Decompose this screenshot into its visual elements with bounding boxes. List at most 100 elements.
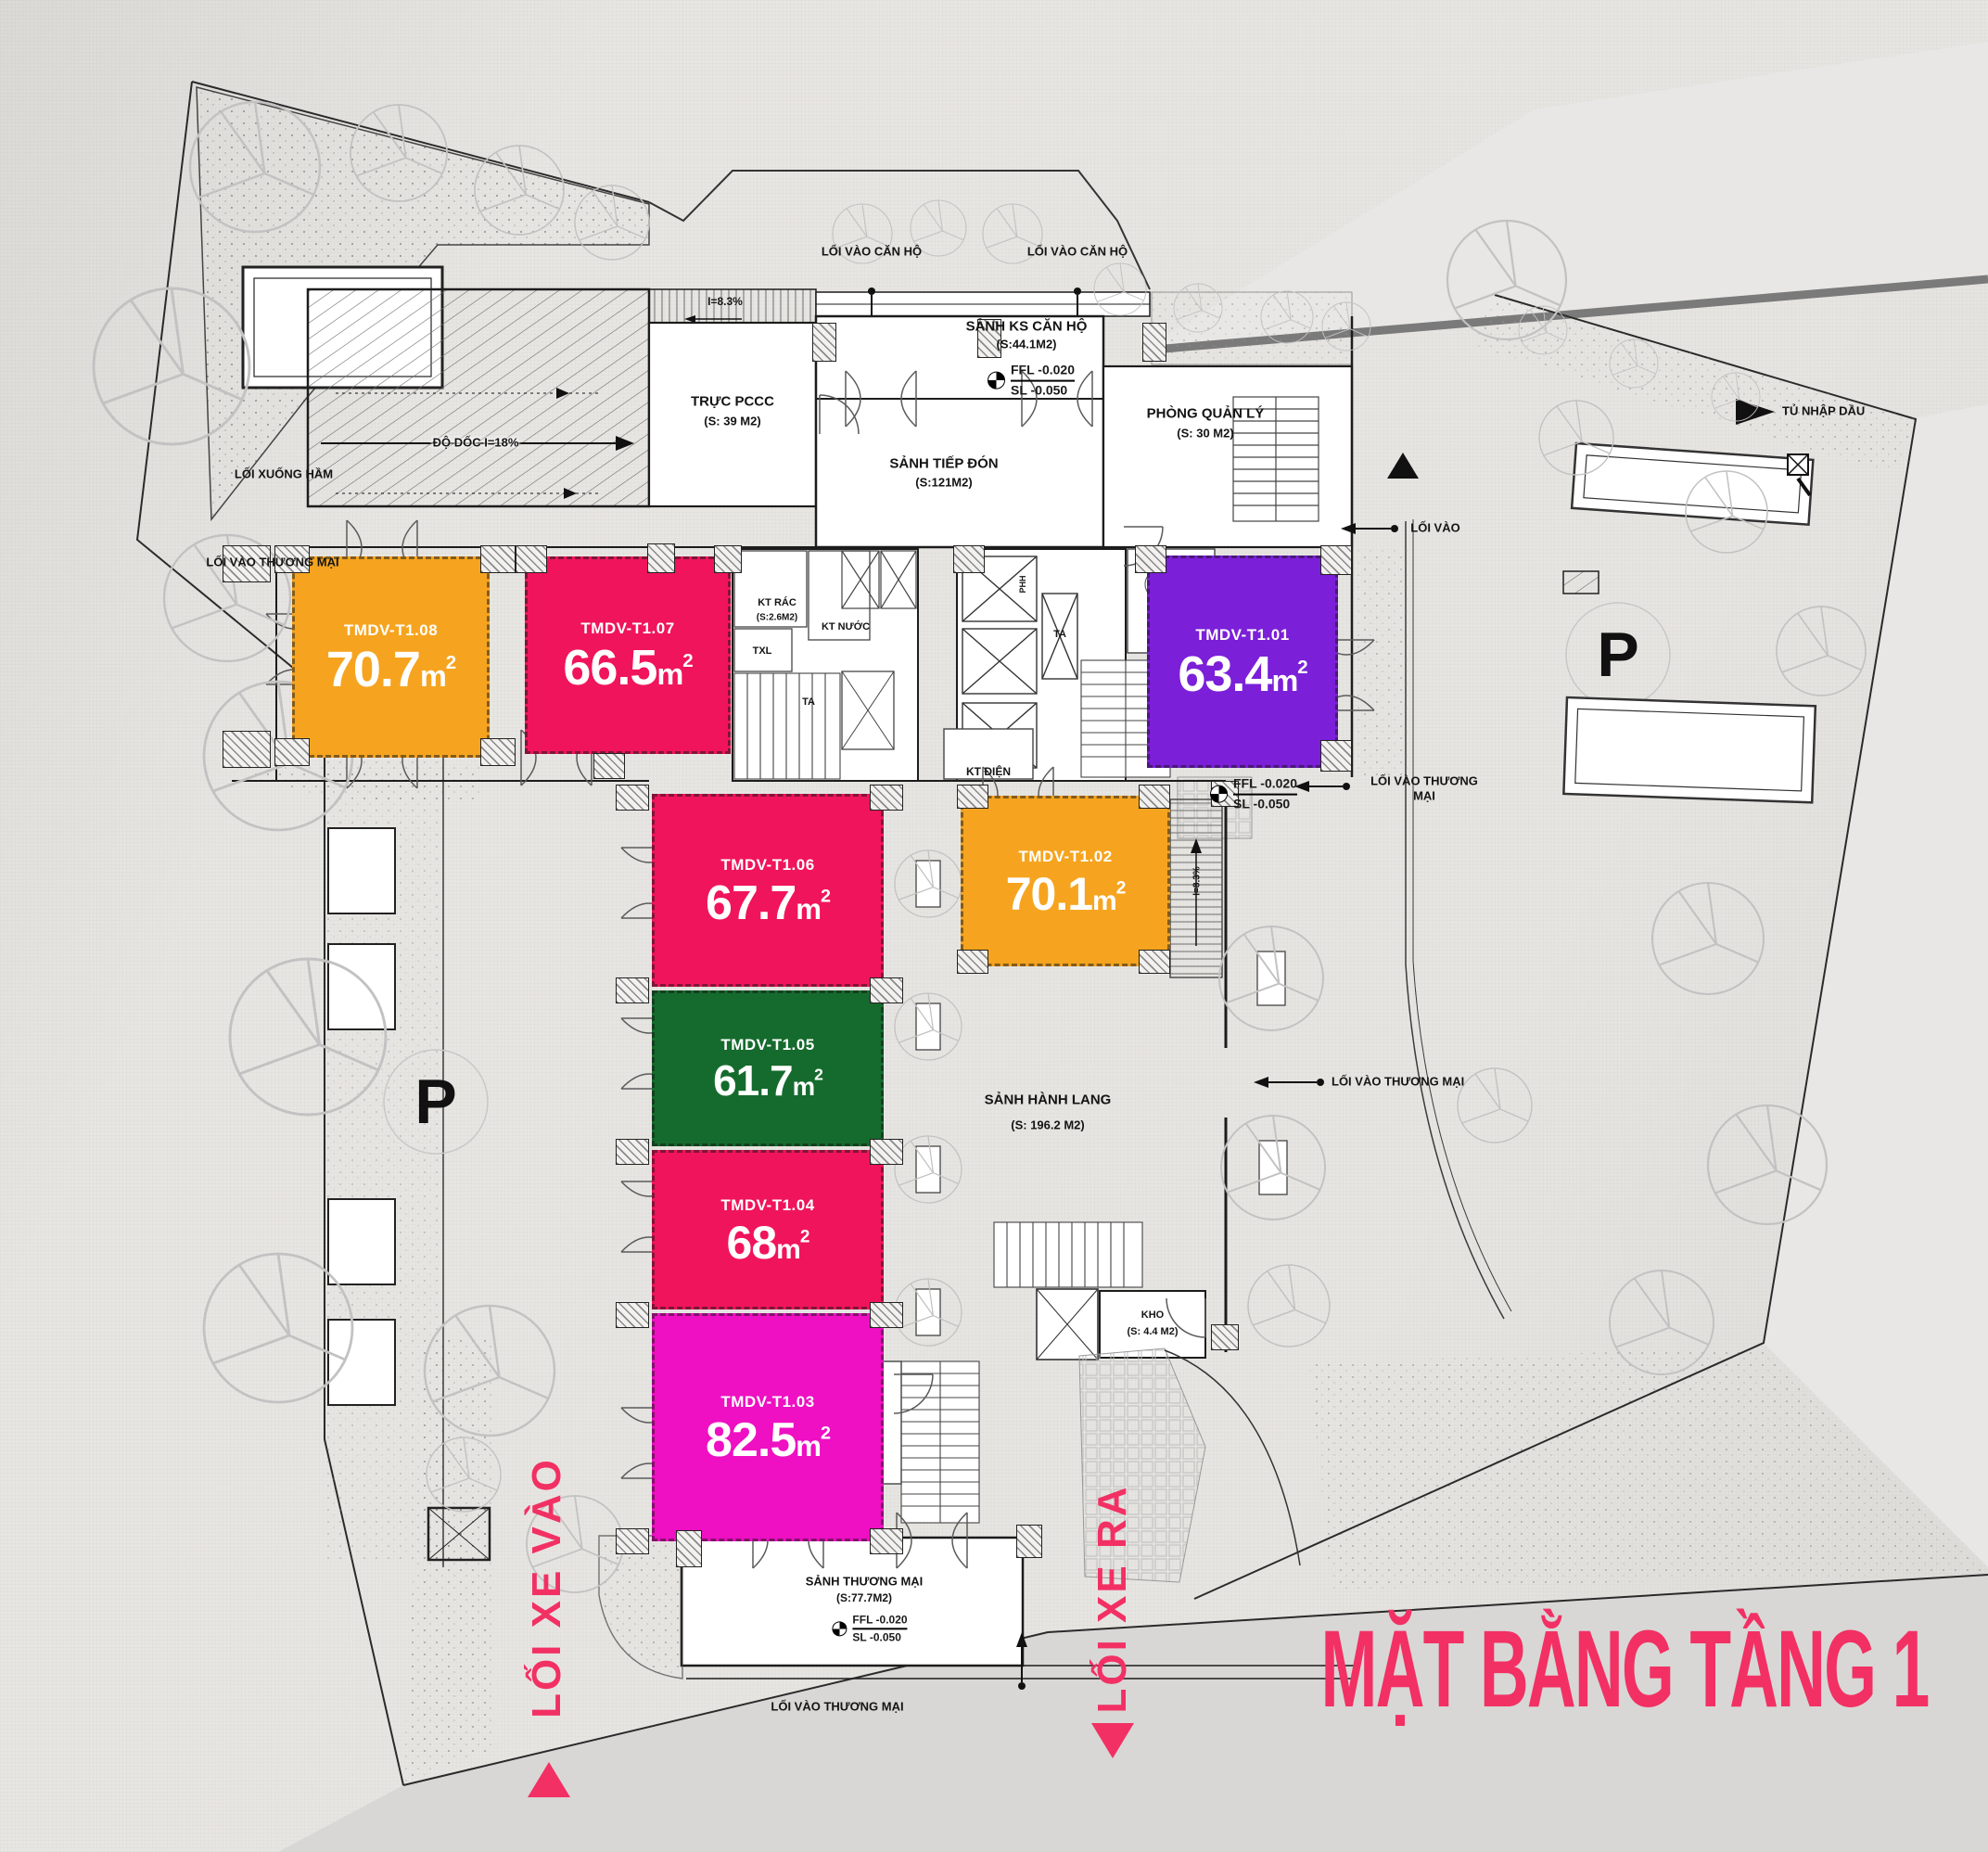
unit-TMDV-T1.01[interactable]: TMDV-T1.01 63.4m2: [1147, 556, 1338, 768]
room-kho-area: (S: 4.4 M2): [1127, 1325, 1179, 1337]
label-loi-xuong-ham: LỐI XUỐNG HẦM: [234, 466, 334, 481]
pier: [957, 785, 988, 809]
pier: [647, 543, 675, 573]
label-loi-vao-right: LỐI VÀO: [1410, 520, 1460, 535]
label-loi-xe-vao: LỐI XE VÀO: [524, 1457, 569, 1718]
unit-code: TMDV-T1.07: [580, 619, 675, 638]
pier: [616, 1139, 649, 1165]
pier: [676, 1530, 702, 1567]
parking-symbol-left: P: [414, 1066, 457, 1137]
unit-area-unit: m: [776, 1233, 801, 1265]
unit-area: 63.4m2: [1178, 649, 1307, 699]
pier: [714, 545, 742, 573]
pier: [616, 977, 649, 1003]
room-sanh-ks-area: (S:44.1M2): [996, 337, 1057, 351]
pier: [870, 785, 903, 811]
unit-code: TMDV-T1.03: [720, 1392, 815, 1411]
room-kt-dien: KT ĐIỆN: [966, 765, 1011, 779]
pier: [1139, 950, 1170, 974]
unit-area-unit: m: [1271, 664, 1298, 698]
label-loi-vao-can-ho-1: LỐI VÀO CĂN HỘ: [821, 244, 923, 259]
pier: [870, 1528, 903, 1554]
room-sanh-tiep-don-name: SẢNH TIẾP ĐÓN: [889, 455, 999, 472]
unit-area-unit: m: [796, 1429, 822, 1462]
unit-area-value: 63.4: [1178, 646, 1272, 703]
pier: [223, 731, 271, 768]
room-sanh-thuong-mai-name: SẢNH THƯƠNG MẠI: [805, 1574, 924, 1589]
ground-right: [1764, 404, 1988, 1567]
room-kt-rac-name: KT RÁC: [758, 596, 796, 608]
label-ramp-83-side: I=8.3%: [1192, 866, 1203, 896]
unit-area-sup: 2: [682, 650, 693, 672]
pier: [1016, 1525, 1042, 1558]
unit-TMDV-T1.03[interactable]: TMDV-T1.03 82.5m2: [652, 1313, 884, 1541]
unit-area-value: 68: [726, 1216, 778, 1269]
pier: [616, 785, 649, 811]
unit-area: 70.7m2: [326, 645, 456, 695]
room-kho-name: KHO: [1141, 1309, 1165, 1321]
ground-bottom-right-dots: [1309, 1347, 1986, 1590]
unit-TMDV-T1.02[interactable]: TMDV-T1.02 70.1m2: [961, 796, 1170, 966]
pier: [274, 545, 310, 573]
unit-area-sup: 2: [799, 1226, 810, 1246]
parking-symbol-right: P: [1597, 619, 1639, 690]
label-loi-vao-thuong-mai-right: LỐI VÀO THƯƠNG MẠI: [1370, 773, 1478, 802]
unit-area-sup: 2: [1297, 657, 1307, 679]
room-sanh-ks-name: SẢNH KS CĂN HỘ: [965, 318, 1088, 335]
unit-TMDV-T1.07[interactable]: TMDV-T1.07 66.5m2: [525, 556, 731, 754]
unit-code: TMDV-T1.01: [1195, 626, 1290, 645]
room-kt-nuoc: KT NƯỚC: [821, 620, 871, 632]
pier: [616, 1528, 649, 1554]
label-txl: TXL: [752, 645, 772, 657]
unit-area-unit: m: [796, 892, 822, 926]
unit-area-value: 61.7: [713, 1056, 794, 1105]
room-sanh-hanh-lang-area: (S: 196.2 M2): [1011, 1118, 1085, 1132]
unit-area-sup: 2: [820, 886, 831, 907]
room-phong-quan-ly-name: PHÒNG QUẢN LÝ: [1146, 405, 1265, 422]
pier: [616, 1302, 649, 1328]
label-phh: PHH: [1018, 575, 1028, 594]
pier: [1142, 323, 1166, 362]
pier: [274, 738, 310, 766]
ffl-value: FFL -0.020: [852, 1612, 908, 1630]
unit-area-unit: m: [792, 1072, 816, 1102]
room-kt-rac-area: (S:2.6M2): [756, 612, 798, 623]
pier: [480, 545, 516, 573]
pier: [1139, 785, 1170, 809]
label-do-doc: ĐỘ DỐC I=18%: [432, 435, 519, 450]
label-loi-vao-can-ho-2: LỐI VÀO CĂN HỘ: [1026, 244, 1128, 259]
arrow-down-icon: [1091, 1723, 1134, 1758]
unit-TMDV-T1.08[interactable]: TMDV-T1.08 70.7m2: [292, 556, 490, 758]
unit-area-value: 67.7: [706, 875, 796, 930]
ffl-value: FFL -0.020: [1011, 362, 1075, 382]
room-truc-pccc-name: TRỰC PCCC: [691, 393, 774, 410]
label-loi-vao-thuong-mai-corridor: LỐI VÀO THƯƠNG MẠI: [1332, 1074, 1465, 1089]
unit-code: TMDV-T1.06: [720, 855, 815, 874]
sl-value: SL -0.050: [852, 1630, 901, 1644]
pier: [593, 753, 625, 779]
unit-code: TMDV-T1.02: [1018, 847, 1113, 865]
unit-area: 66.5m2: [563, 643, 693, 693]
pier: [870, 1139, 903, 1165]
pier: [1211, 1324, 1239, 1350]
room-sanh-thuong-mai-area: (S:77.7M2): [835, 1591, 893, 1605]
sl-value: SL -0.050: [1011, 382, 1068, 398]
unit-area: 82.5m2: [706, 1416, 831, 1464]
pier: [870, 1302, 903, 1328]
room-sanh-hanh-lang-name: SẢNH HÀNH LANG: [984, 1092, 1112, 1108]
pier: [953, 545, 985, 573]
unit-TMDV-T1.06[interactable]: TMDV-T1.06 67.7m2: [652, 794, 884, 987]
label-loi-vao-thuong-mai-topleft: LỐI VÀO THƯƠNG MẠI: [206, 555, 339, 569]
pier: [223, 545, 271, 582]
level-symbol-icon: [1210, 785, 1228, 803]
unit-TMDV-T1.05[interactable]: TMDV-T1.05 61.7m2: [652, 990, 884, 1146]
pier: [957, 950, 988, 974]
unit-area-sup: 2: [1115, 877, 1127, 898]
ffl-value: FFL -0.020: [1233, 775, 1297, 796]
label-tu-nhap-dau: TỦ NHẬP DẦU: [1782, 403, 1866, 418]
page-title: MẶT BẰNG TẦNG 1: [1320, 1608, 1931, 1731]
unit-area-value: 82.5: [706, 1412, 796, 1467]
unit-TMDV-T1.04[interactable]: TMDV-T1.04 68m2: [652, 1150, 884, 1309]
